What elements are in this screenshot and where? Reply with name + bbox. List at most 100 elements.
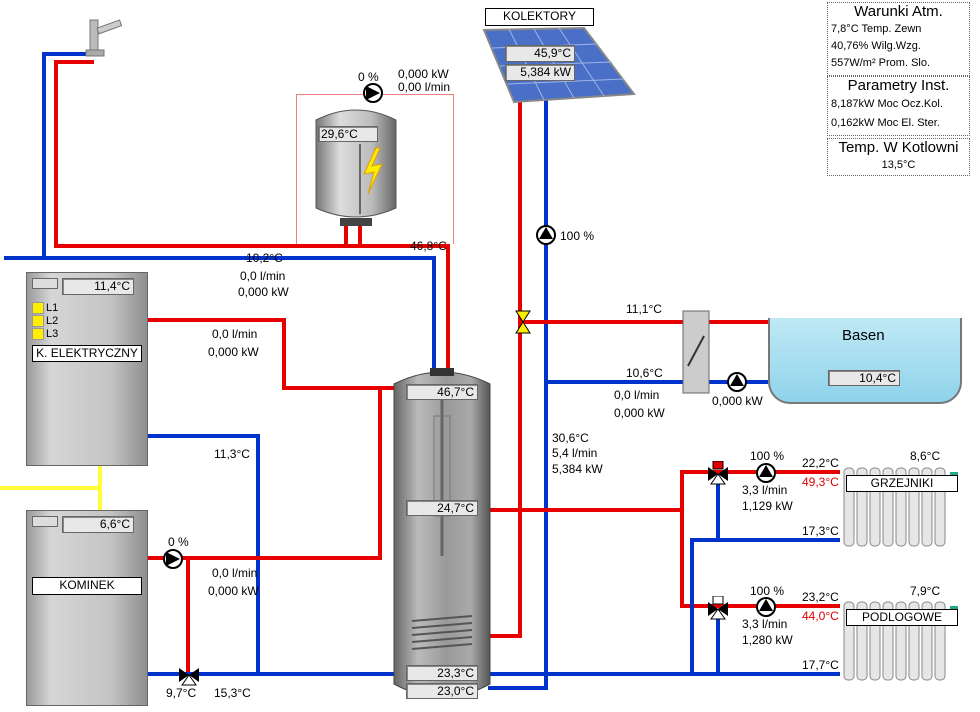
fireplace-panel[interactable] xyxy=(26,510,148,706)
solar-loop-temp: 30,6°C xyxy=(552,431,589,445)
grzejniki-pump-pct: 100 % xyxy=(750,449,785,463)
grzejniki-name: GRZEJNIKI xyxy=(846,475,958,492)
pool-pump-icon[interactable] xyxy=(726,371,748,393)
l1-indicator xyxy=(32,302,44,314)
heat-exchanger-icon[interactable] xyxy=(682,310,710,394)
pool-power: 0,000 kW xyxy=(614,406,665,420)
panel-buttons xyxy=(32,516,58,527)
heater-line xyxy=(296,94,297,244)
boiler-room-value: 13,5°C xyxy=(881,159,916,171)
installation-parameters-box: Parametry Inst. 8,187kW Moc Ocz.Kol. 0,1… xyxy=(827,76,970,136)
pool-cold-pipe xyxy=(548,380,768,384)
podlogowe-return: 17,7°C xyxy=(802,658,839,672)
tank-bottom-temp-1: 23,3°C xyxy=(406,665,478,681)
pool-hx-in-temp: 11,1°C xyxy=(626,302,662,316)
solar-cold-pipe xyxy=(488,686,548,690)
k-elektryczny-power: 0,000 kW xyxy=(208,345,259,359)
heater-out-temp: 46,8°C xyxy=(410,239,447,253)
heater-pump-pct: 0 % xyxy=(358,70,379,84)
heater-flow: 0,00 l/min xyxy=(398,80,451,94)
heater-pipe xyxy=(358,224,362,246)
heating-return-pipe xyxy=(690,538,694,674)
podlogowe-pump-pct: 100 % xyxy=(750,584,785,598)
mixing-valve-icon[interactable] xyxy=(178,664,200,686)
boiler-room-title: Temp. W Kotlowni xyxy=(838,139,959,156)
cold-pipe xyxy=(148,434,260,438)
cold-pipe xyxy=(42,52,46,260)
inst-line: 8,187kW Moc Ocz.Kol. xyxy=(831,98,943,110)
cold-pipe xyxy=(256,434,260,676)
electric-boiler-icon[interactable] xyxy=(312,104,400,228)
grzejniki-pump-icon[interactable] xyxy=(755,462,777,484)
podlogowe-flow: 3,3 l/min xyxy=(742,617,788,631)
cold-pipe xyxy=(42,52,94,56)
solar-pump-icon[interactable] xyxy=(535,224,557,246)
grzejniki-valve-icon[interactable] xyxy=(707,461,729,485)
heating-return-pipe xyxy=(488,672,840,676)
pool-name: Basen xyxy=(842,327,885,344)
cold-water-power: 0,000 kW xyxy=(238,285,289,299)
tank-bottom-temp-2: 23,0°C xyxy=(406,683,478,699)
kominek-temp: 6,6°C xyxy=(62,516,134,533)
hot-pipe xyxy=(186,556,190,672)
l2-indicator xyxy=(32,315,44,327)
l1-label: L1 xyxy=(46,302,59,314)
boiler-room-temp-box: Temp. W Kotlowni 13,5°C xyxy=(827,138,970,176)
heating-return-pipe xyxy=(716,476,720,540)
hot-pipe xyxy=(148,318,284,322)
kominek-name: KOMINEK xyxy=(32,577,142,595)
grzejniki-supply: 22,2°C xyxy=(802,456,839,470)
tap-icon xyxy=(85,19,123,57)
heater-tank-temp: 29,6°C xyxy=(318,126,378,142)
hot-pipe xyxy=(148,556,382,560)
atm-title: Warunki Atm. xyxy=(854,3,943,20)
hot-pipe xyxy=(54,60,94,64)
solar-cold-pipe xyxy=(544,100,548,690)
inst-line: 0,162kW Moc El. Ster. xyxy=(831,117,940,129)
kominek-flow: 0,0 l/min xyxy=(212,566,258,580)
k-elektryczny-return: 11,3°C xyxy=(214,447,250,461)
atm-line: 7,8°C Temp. Zewn xyxy=(831,23,922,35)
solar-hot-pipe xyxy=(518,100,522,638)
collector-power: 5,384 kW xyxy=(505,64,575,81)
podlogowe-pump-icon[interactable] xyxy=(755,596,777,618)
podlogowe-set: 44,0°C xyxy=(802,609,839,623)
heating-supply-pipe xyxy=(680,470,684,608)
electric-boiler-panel[interactable] xyxy=(26,272,148,466)
grzejniki-set: 49,3°C xyxy=(802,475,839,489)
kominek-pump-icon[interactable] xyxy=(162,548,184,570)
solar-loop-power: 5,384 kW xyxy=(552,462,603,476)
podlogowe-name: PODLOGOWE xyxy=(846,609,958,626)
heater-power: 0,000 kW xyxy=(398,67,449,81)
heating-supply-pipe xyxy=(488,508,684,512)
podlogowe-valve-icon[interactable] xyxy=(707,596,729,620)
atmospheric-conditions-box: Warunki Atm. 7,8°C Temp. Zewn 40,76% Wil… xyxy=(827,2,970,76)
heating-return-pipe xyxy=(716,610,720,674)
grzejniki-power: 1,129 kW xyxy=(742,499,793,513)
solar-valve-icon[interactable] xyxy=(512,310,534,334)
kominek-power: 0,000 kW xyxy=(208,584,259,598)
heater-pump-icon[interactable] xyxy=(362,82,384,104)
panel-buttons xyxy=(32,278,58,289)
cold-water-temp: 10,2°C xyxy=(246,251,283,265)
cable xyxy=(0,486,100,490)
solar-hot-pipe xyxy=(488,634,522,638)
heater-pipe xyxy=(344,224,348,246)
k-elektryczny-name: K. ELEKTRYCZNY xyxy=(32,345,142,362)
solar-pump-pct: 100 % xyxy=(560,229,595,243)
atm-line: 40,76% Wilg.Wzg. xyxy=(831,40,921,52)
kominek-t1: 9,7°C xyxy=(166,686,197,700)
atm-line: 557W/m² Prom. Slo. xyxy=(831,57,931,69)
hot-pipe xyxy=(54,244,450,248)
heating-return-pipe xyxy=(690,538,840,542)
podlogowe-power: 1,280 kW xyxy=(742,633,793,647)
pool-hot-pipe xyxy=(522,320,768,324)
cold-pipe xyxy=(4,256,436,260)
hot-pipe xyxy=(54,60,58,248)
k-elektryczny-temp: 11,4°C xyxy=(62,278,134,295)
buffer-tank-icon[interactable] xyxy=(392,366,492,706)
pool-basin[interactable] xyxy=(768,318,962,404)
cable xyxy=(98,464,102,510)
hot-pipe xyxy=(282,318,286,388)
tank-mid-temp: 24,7°C xyxy=(406,500,478,516)
